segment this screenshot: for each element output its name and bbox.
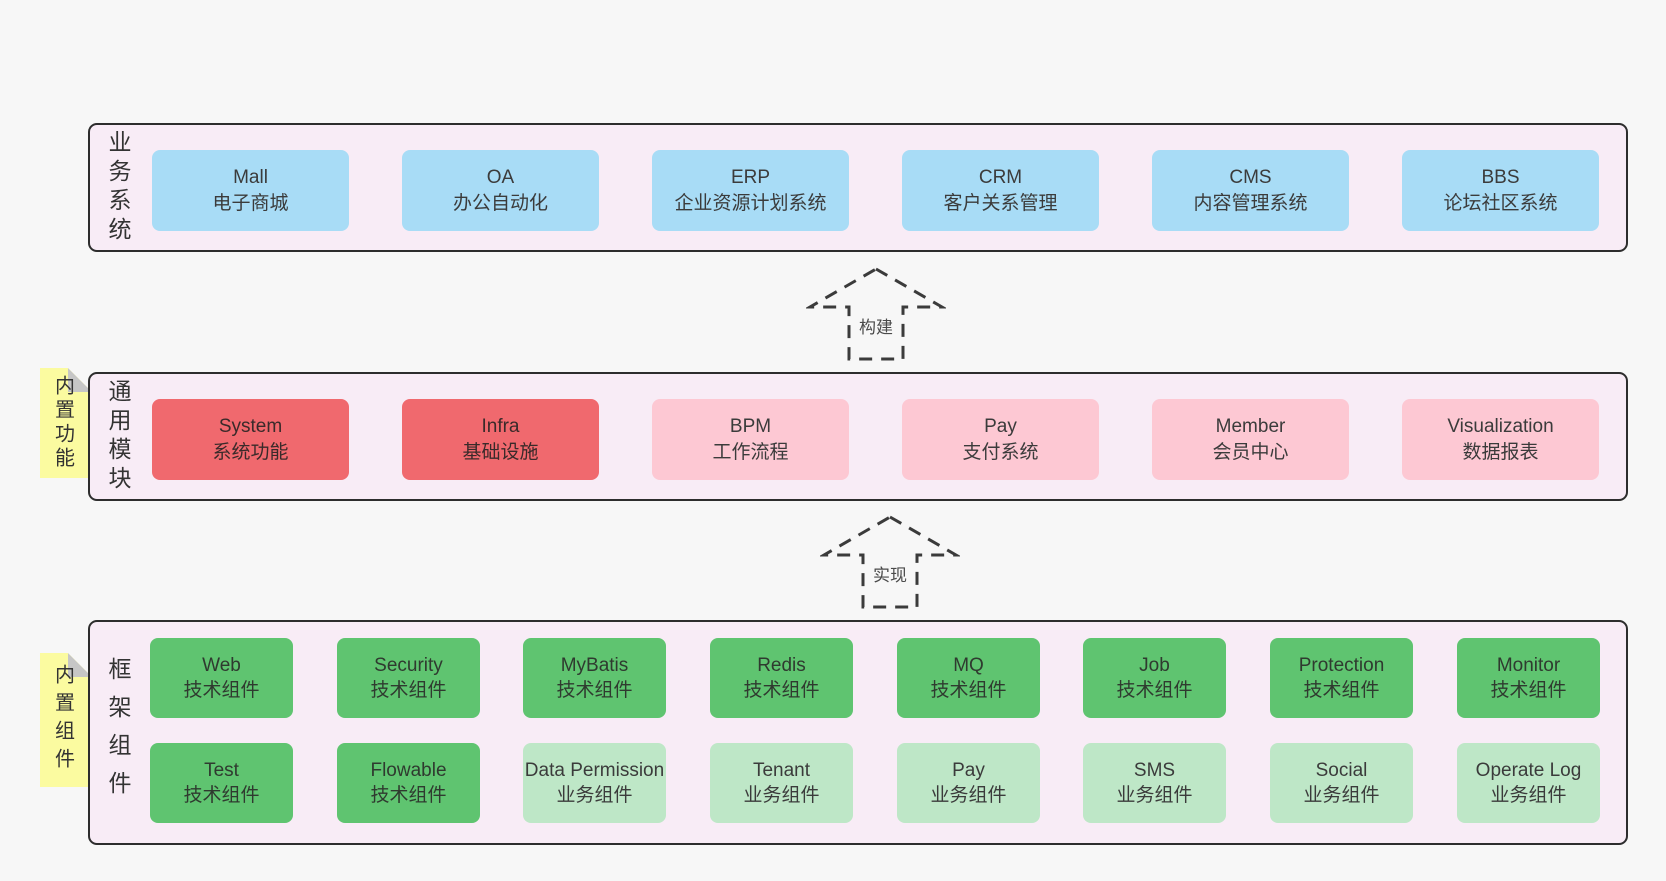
note-label: 内置组件 (51, 664, 74, 776)
box-title: OA (486, 167, 515, 189)
box-title: Pay (952, 759, 985, 781)
arrow-label: 实现 (868, 560, 912, 587)
box-subtitle: 电子商城 (212, 192, 289, 214)
arrow-build: 构建 (806, 266, 946, 362)
box-subtitle: 基础设施 (462, 441, 539, 463)
box-pay-component: Pay 业务组件 (897, 743, 1040, 823)
box-data-permission: Data Permission 业务组件 (523, 743, 666, 823)
box-title: Redis (757, 654, 806, 676)
box-title: Data Permission (524, 759, 665, 781)
box-subtitle: 业务组件 (1490, 785, 1567, 806)
box-title: BPM (729, 416, 772, 438)
section-label: 框架组件 (105, 656, 131, 809)
box-title: System (218, 416, 283, 438)
arrow-label: 构建 (854, 312, 898, 339)
box-title: Pay (984, 416, 1017, 438)
box-subtitle: 技术组件 (743, 680, 820, 701)
box-mq: MQ 技术组件 (897, 638, 1040, 718)
box-title: MyBatis (560, 654, 629, 676)
section-business-systems: 业务系统 Mall 电子商城 OA 办公自动化 ERP 企业资源计划系统 CRM… (88, 123, 1628, 252)
box-title: Security (374, 654, 443, 676)
box-infra: Infra 基础设施 (402, 399, 599, 480)
box-title: Job (1139, 654, 1170, 676)
box-mybatis: MyBatis 技术组件 (523, 638, 666, 718)
box-web: Web 技术组件 (150, 638, 293, 718)
box-title: Monitor (1496, 654, 1561, 676)
box-title: CRM (978, 167, 1023, 189)
box-title: Infra (481, 416, 520, 438)
section-framework-components: 框架组件 Web 技术组件 Security 技术组件 MyBatis 技术组件… (88, 620, 1628, 845)
box-subtitle: 技术组件 (1303, 680, 1380, 701)
box-title: Tenant (752, 759, 811, 781)
box-monitor: Monitor 技术组件 (1457, 638, 1600, 718)
box-subtitle: 业务组件 (1303, 785, 1380, 806)
box-job: Job 技术组件 (1083, 638, 1226, 718)
box-title: Web (202, 654, 241, 676)
note-built-in-features: 内置功能 (40, 368, 92, 478)
box-subtitle: 技术组件 (1490, 680, 1567, 701)
box-subtitle: 业务组件 (743, 785, 820, 806)
box-title: Flowable (370, 759, 447, 781)
box-test: Test 技术组件 (150, 743, 293, 823)
box-subtitle: 支付系统 (962, 441, 1039, 463)
box-title: Test (204, 759, 239, 781)
box-subtitle: 数据报表 (1462, 441, 1539, 463)
box-title: BBS (1481, 167, 1520, 189)
section-label: 通用模块 (105, 378, 131, 495)
box-title: Mall (233, 167, 268, 189)
box-subtitle: 会员中心 (1212, 441, 1289, 463)
box-title: MQ (953, 654, 984, 676)
box-system: System 系统功能 (152, 399, 349, 480)
box-title: SMS (1133, 759, 1176, 781)
box-subtitle: 业务组件 (556, 785, 633, 806)
box-subtitle: 技术组件 (183, 680, 260, 701)
section-label: 业务系统 (105, 129, 131, 246)
box-subtitle: 技术组件 (183, 785, 260, 806)
box-bbs: BBS 论坛社区系统 (1402, 150, 1599, 231)
box-redis: Redis 技术组件 (710, 638, 853, 718)
note-built-in-components: 内置组件 (40, 653, 92, 787)
arrow-implement: 实现 (820, 514, 960, 610)
box-sms: SMS 业务组件 (1083, 743, 1226, 823)
section-common-modules: 通用模块 System 系统功能 Infra 基础设施 BPM 工作流程 Pay… (88, 372, 1628, 501)
box-visualization: Visualization 数据报表 (1402, 399, 1599, 480)
box-title: CMS (1229, 167, 1272, 189)
box-tenant: Tenant 业务组件 (710, 743, 853, 823)
box-operate-log: Operate Log 业务组件 (1457, 743, 1600, 823)
box-member: Member 会员中心 (1152, 399, 1349, 480)
box-title: Protection (1298, 654, 1385, 676)
box-crm: CRM 客户关系管理 (902, 150, 1099, 231)
box-subtitle: 内容管理系统 (1193, 192, 1308, 214)
box-title: Social (1315, 759, 1368, 781)
box-subtitle: 论坛社区系统 (1443, 192, 1558, 214)
note-label: 内置功能 (51, 375, 74, 471)
box-subtitle: 企业资源计划系统 (674, 192, 827, 214)
box-erp: ERP 企业资源计划系统 (652, 150, 849, 231)
box-protection: Protection 技术组件 (1270, 638, 1413, 718)
box-mall: Mall 电子商城 (152, 150, 349, 231)
box-title: Operate Log (1475, 759, 1582, 781)
box-title: Member (1215, 416, 1286, 438)
box-title: Visualization (1447, 416, 1554, 438)
box-subtitle: 工作流程 (712, 441, 789, 463)
box-flowable: Flowable 技术组件 (337, 743, 480, 823)
box-subtitle: 技术组件 (930, 680, 1007, 701)
box-oa: OA 办公自动化 (402, 150, 599, 231)
box-bpm: BPM 工作流程 (652, 399, 849, 480)
box-pay: Pay 支付系统 (902, 399, 1099, 480)
box-subtitle: 业务组件 (930, 785, 1007, 806)
box-title: ERP (730, 167, 771, 189)
box-subtitle: 客户关系管理 (943, 192, 1058, 214)
box-subtitle: 技术组件 (370, 680, 447, 701)
box-cms: CMS 内容管理系统 (1152, 150, 1349, 231)
box-subtitle: 系统功能 (212, 441, 289, 463)
box-social: Social 业务组件 (1270, 743, 1413, 823)
box-subtitle: 技术组件 (370, 785, 447, 806)
box-subtitle: 技术组件 (556, 680, 633, 701)
box-subtitle: 办公自动化 (452, 192, 548, 214)
box-subtitle: 技术组件 (1116, 680, 1193, 701)
box-subtitle: 业务组件 (1116, 785, 1193, 806)
box-security: Security 技术组件 (337, 638, 480, 718)
